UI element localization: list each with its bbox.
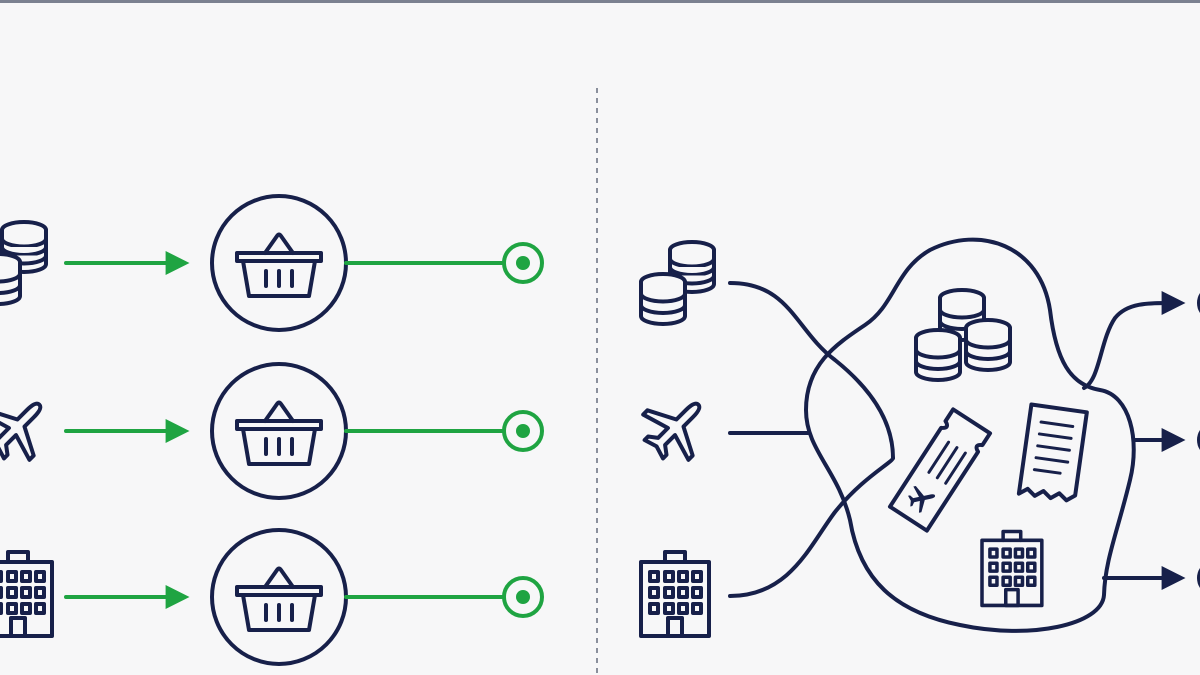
coins-icon [0,220,48,306]
pool-coins-icon [914,288,1012,382]
basket-icon [235,566,323,632]
output-node-2 [1197,430,1200,450]
ticket-icon [887,407,993,533]
green-dot-3 [502,576,544,618]
flow-line-coins [728,281,895,460]
airplane-icon [0,382,62,472]
basket-node-2 [210,362,348,500]
source-building-icon [639,550,711,638]
output-arrow-1 [1082,290,1186,390]
left-panel [0,194,544,666]
basket-icon [235,232,323,298]
basket-node-3 [210,528,348,666]
top-border [0,0,1200,3]
pool-blob [804,237,1136,633]
output-node-1 [1197,293,1200,313]
building-icon [0,550,54,638]
flow-line-building [728,456,895,598]
pool-building-icon [980,529,1044,608]
basket-node-1 [210,194,348,332]
right-panel [631,237,1200,638]
receipt-icon [1016,402,1089,503]
green-dot-2 [502,410,544,452]
output-node-3 [1197,568,1200,588]
source-coins-icon [639,240,716,326]
left-row-1 [0,194,544,332]
basket-icon [235,400,323,466]
green-dot-1 [502,242,544,284]
source-airplane-icon [631,382,721,472]
left-row-2 [0,362,544,500]
left-row-3 [0,528,544,666]
